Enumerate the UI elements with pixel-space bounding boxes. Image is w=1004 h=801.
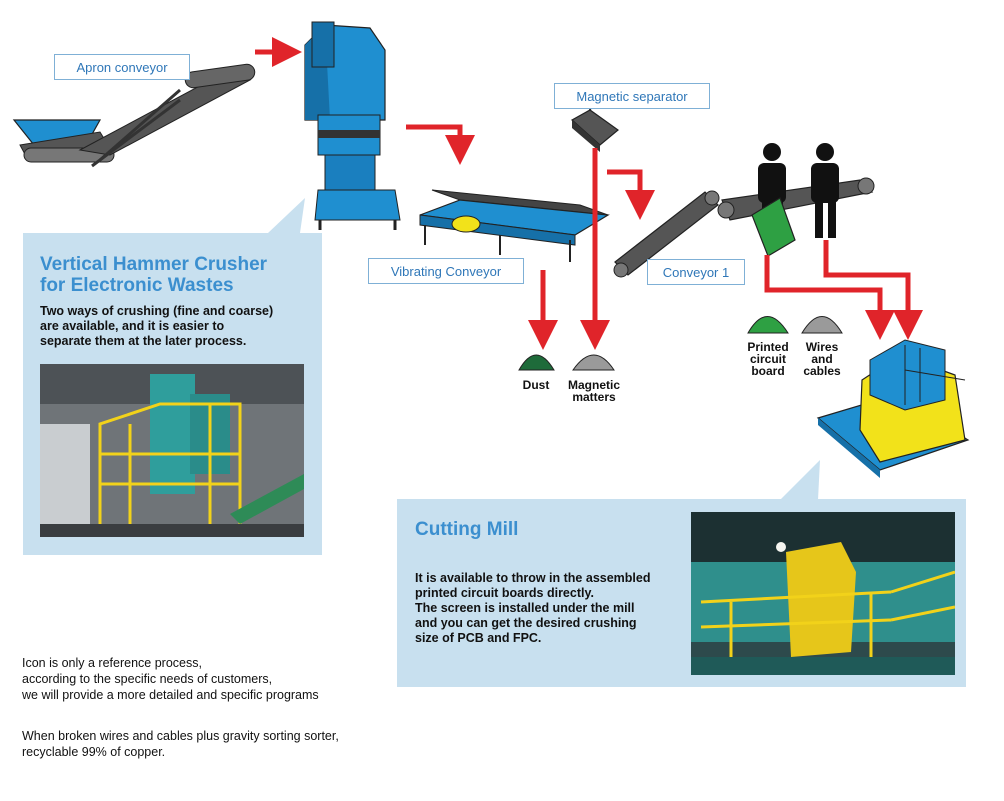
wires-label-line: and [811,352,833,366]
note-line: When broken wires and cables plus gravit… [22,729,339,743]
magnetic-label-line: Magnetic [567,378,620,392]
arrow-to-vibrating [406,124,475,165]
apron-conveyor-icon [12,63,256,168]
worker-icon [811,143,839,238]
magnetic-pile-icon [572,354,615,371]
mill-title: Cutting Mill [415,519,519,540]
note-line: Icon is only a reference process, [22,656,202,670]
mill-text-line: and you can get the desired crushing [415,616,637,630]
crusher-info-box: Vertical Hammer Crusher for Electronic W… [23,233,322,555]
hammer-crusher-icon [304,21,401,230]
circuit-board-icon [751,197,796,257]
process-arrows [255,37,923,350]
crusher-title-line: Vertical Hammer Crusher [40,254,268,275]
crusher-photo [40,364,304,537]
mill-text-line: It is available to throw in the assemble… [415,571,651,585]
pcb-label-line: circuit [749,352,786,366]
magnetic-label-line: matters [572,390,616,404]
dust-pile-icon [518,354,555,371]
mill-description: It is available to throw in the assemble… [415,571,650,646]
conveyor-1-label: Conveyor 1 [647,259,745,285]
magnetic-matters-label: Magnetic matters [560,379,628,403]
crusher-text-line: separate them at the later process. [40,334,247,348]
arrow-pcb-to-mill [764,255,895,340]
mill-info-box: Cutting Mill It is available to throw in… [397,499,966,687]
note-line: according to the specific needs of custo… [22,672,273,686]
mill-callout-pointer [780,460,820,500]
cutting-mill-icon [816,339,970,478]
wires-pile-icon [801,316,843,334]
vibrating-conveyor-icon [419,189,610,262]
vibrating-conveyor-label: Vibrating Conveyor [368,258,524,284]
reference-note: Icon is only a reference process, accord… [22,655,319,703]
conveyor-1-icon [613,190,720,278]
sorting-conveyor-icon [717,177,875,221]
dust-label: Dust [514,379,558,391]
arrow-to-conveyor-1 [607,169,655,220]
crusher-description: Two ways of crushing (fine and coarse) a… [40,304,273,349]
pcb-pile-icon [747,316,789,334]
mill-text-line: printed circuit boards directly. [415,586,594,600]
pcb-label: Printed circuit board [738,341,798,377]
copper-note: When broken wires and cables plus gravit… [22,728,339,760]
crusher-title-line: for Electronic Wastes [40,275,234,296]
mill-photo [691,512,955,675]
dust-label-text: Dust [522,378,550,392]
wires-label: Wires and cables [796,341,848,377]
crusher-title: Vertical Hammer Crusher for Electronic W… [40,254,267,296]
magnetic-separator-label: Magnetic separator [554,83,710,109]
mill-text-line: size of PCB and FPC. [415,631,542,645]
wires-label-line: Wires [805,340,839,354]
apron-conveyor-label: Apron conveyor [54,54,190,80]
note-line: recyclable 99% of copper. [22,745,166,759]
mill-text-line: The screen is installed under the mill [415,601,635,615]
note-line: we will provide a more detailed and spec… [22,688,319,702]
pcb-label-line: board [751,364,785,378]
pcb-label-line: Printed [747,340,789,354]
crusher-text-line: are available, and it is easier to [40,319,225,333]
wires-label-line: cables [803,364,841,378]
crusher-callout-pointer [268,198,305,233]
arrow-wires-to-mill [823,240,923,340]
crusher-text-line: Two ways of crushing (fine and coarse) [40,304,274,318]
